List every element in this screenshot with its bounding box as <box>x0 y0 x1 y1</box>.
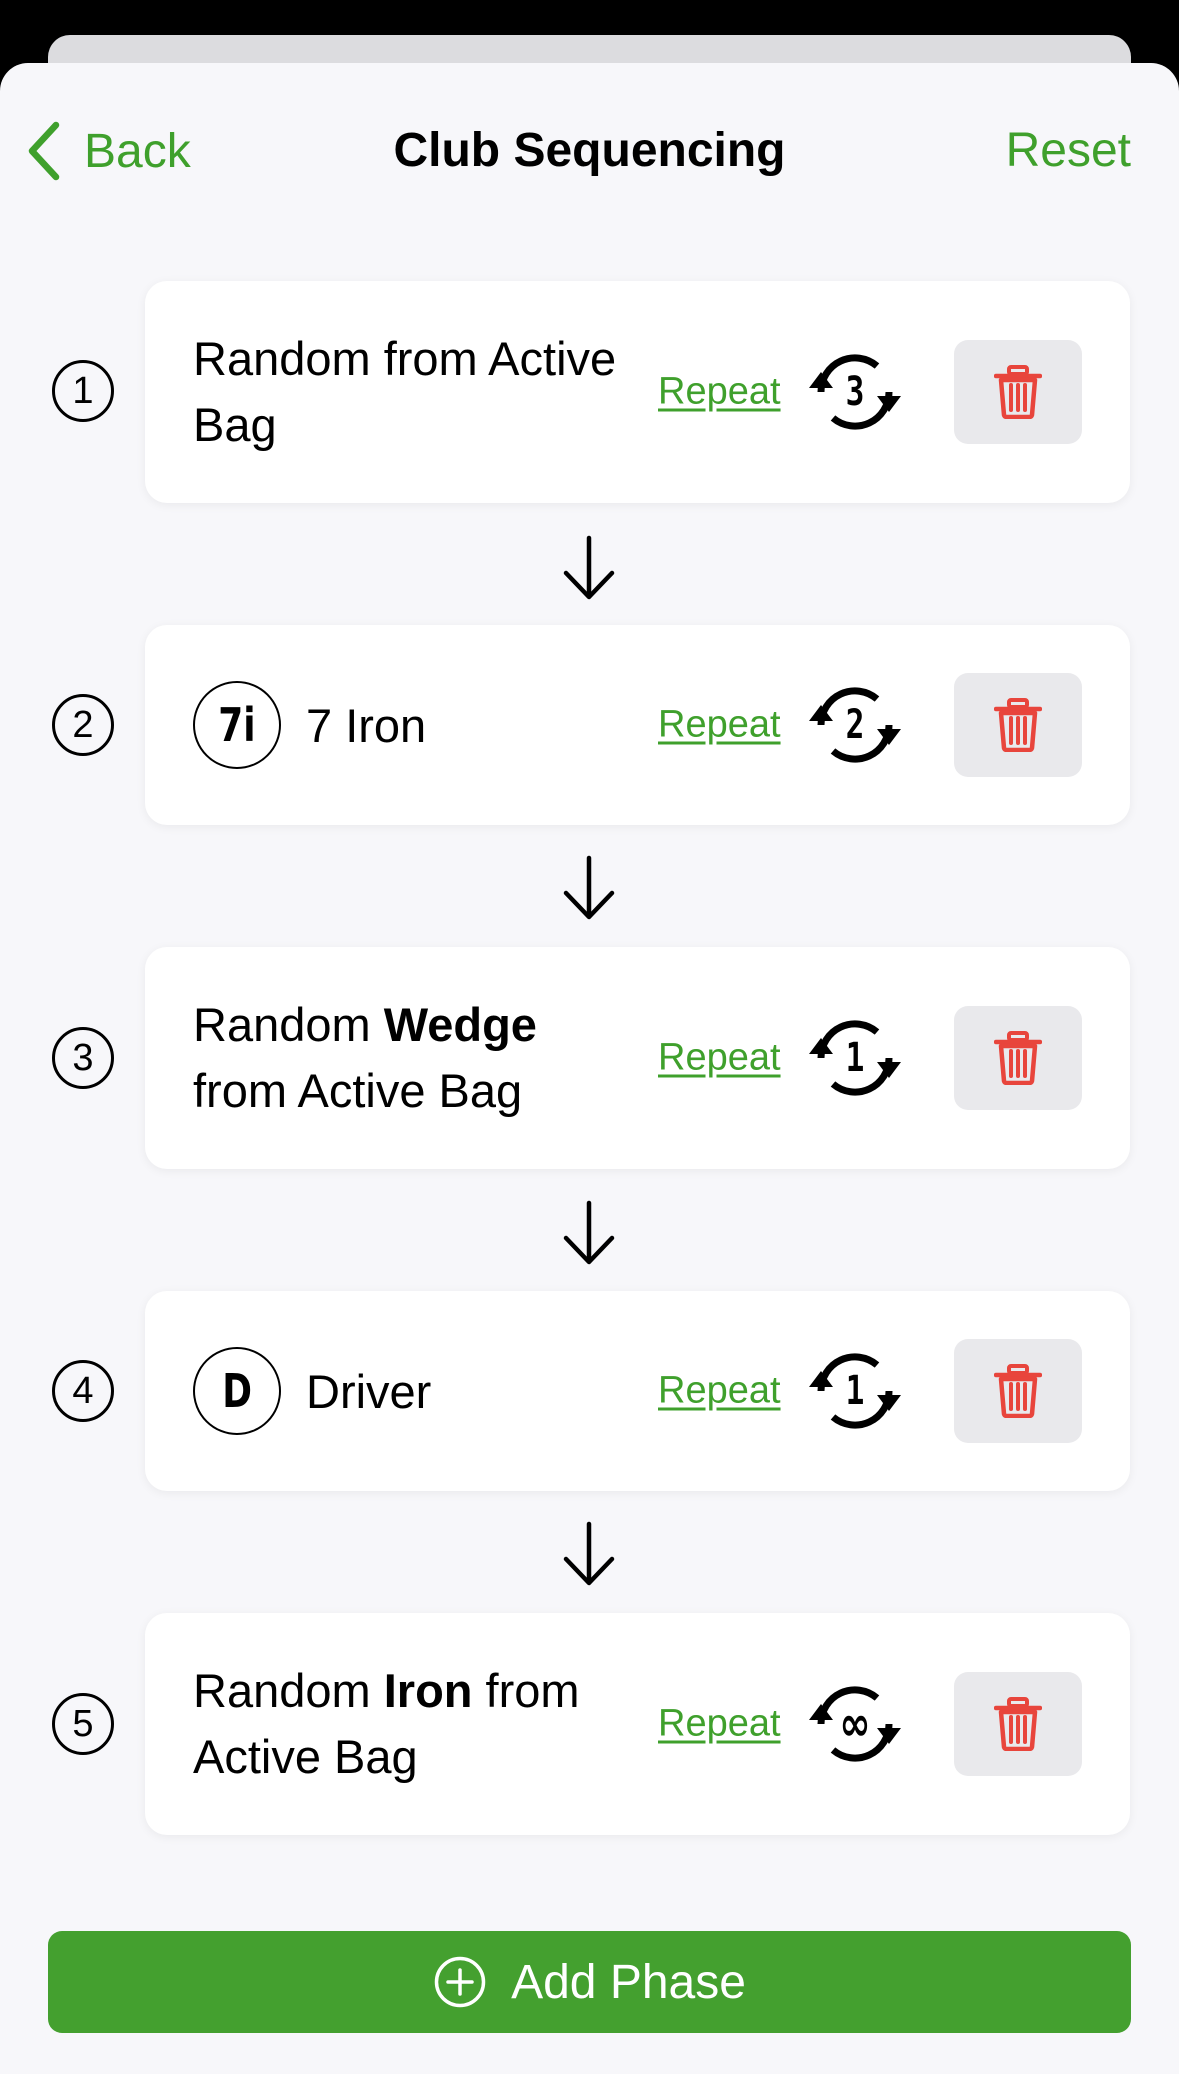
navigation-bar: Back Club Sequencing Reset <box>0 63 1179 238</box>
reset-button[interactable]: Reset <box>1005 124 1131 177</box>
repeat-cycle-icon <box>809 1353 901 1429</box>
phase-index-2: 2 <box>52 694 114 756</box>
phase-text-part: from Active Bag <box>193 1064 523 1117</box>
back-button[interactable]: Back <box>26 119 191 183</box>
repeat-count: 1 <box>845 1035 865 1081</box>
phase-text-part: from Active Bag <box>193 1664 580 1783</box>
phase-index-1: 1 <box>52 360 114 422</box>
phase-text-emphasis: Iron <box>383 1664 473 1717</box>
club-row: 7i 7 Iron <box>193 681 426 769</box>
delete-phase-button[interactable] <box>954 1672 1082 1776</box>
club-label: 7 Iron <box>306 698 427 752</box>
repeat-cycle-icon <box>809 1686 901 1762</box>
repeat-count-control[interactable]: 2 <box>805 675 905 775</box>
phase-card-3[interactable]: Random Wedge from Active Bag Repeat 1 <box>145 947 1130 1169</box>
phase-text-emphasis: Wedge <box>383 998 537 1051</box>
phase-description: Random from Active Bag <box>193 326 633 458</box>
phase-description: Random Iron from Active Bag <box>193 1658 633 1790</box>
add-phase-button[interactable]: Add Phase <box>48 1931 1131 2033</box>
phase-card-4[interactable]: D Driver Repeat 1 <box>145 1291 1130 1491</box>
repeat-link[interactable]: Repeat <box>658 1036 781 1079</box>
repeat-cycle-icon <box>809 1020 901 1096</box>
plus-circle-icon <box>434 1956 486 2008</box>
repeat-count-control[interactable]: 1 <box>805 1008 905 1108</box>
repeat-link[interactable]: Repeat <box>658 1369 781 1412</box>
repeat-cycle-icon <box>809 354 901 430</box>
delete-phase-button[interactable] <box>954 673 1082 777</box>
phase-index-3: 3 <box>52 1027 114 1089</box>
add-phase-label: Add Phase <box>511 1955 746 2009</box>
phase-index-4: 4 <box>52 1360 114 1422</box>
repeat-link[interactable]: Repeat <box>658 703 781 746</box>
trash-icon <box>994 1697 1042 1751</box>
repeat-link[interactable]: Repeat <box>658 370 781 413</box>
repeat-cycle-icon <box>809 687 901 763</box>
phase-card-1[interactable]: Random from Active Bag Repeat 3 <box>145 281 1130 503</box>
club-badge: 7i <box>193 681 281 769</box>
chevron-left-icon <box>28 121 60 181</box>
arrow-down-icon <box>563 535 615 600</box>
repeat-count: 2 <box>845 702 865 748</box>
repeat-count-control[interactable]: ∞ <box>805 1674 905 1774</box>
club-label: Driver <box>306 1364 432 1418</box>
phase-card-2[interactable]: 7i 7 Iron Repeat 2 <box>145 625 1130 825</box>
repeat-count-control[interactable]: 3 <box>805 342 905 442</box>
delete-phase-button[interactable] <box>954 1339 1082 1443</box>
phase-description: Random Wedge from Active Bag <box>193 992 633 1124</box>
phase-text-part: Random from Active Bag <box>193 332 617 451</box>
arrow-down-icon <box>563 1521 615 1586</box>
phase-index-5: 5 <box>52 1693 114 1755</box>
arrow-down-icon <box>563 855 615 920</box>
trash-icon <box>994 365 1042 419</box>
repeat-link[interactable]: Repeat <box>658 1702 781 1745</box>
trash-icon <box>994 698 1042 752</box>
delete-phase-button[interactable] <box>954 1006 1082 1110</box>
repeat-count: 3 <box>845 369 865 415</box>
arrow-down-icon <box>563 1200 615 1265</box>
trash-icon <box>994 1364 1042 1418</box>
delete-phase-button[interactable] <box>954 340 1082 444</box>
trash-icon <box>994 1031 1042 1085</box>
phase-card-5[interactable]: Random Iron from Active Bag Repeat ∞ <box>145 1613 1130 1835</box>
club-row: D Driver <box>193 1347 431 1435</box>
phase-text-part: Random <box>193 998 384 1051</box>
back-label: Back <box>84 124 191 178</box>
club-badge: D <box>193 1347 281 1435</box>
repeat-count-infinite: ∞ <box>839 1696 871 1752</box>
repeat-count: 1 <box>845 1368 865 1414</box>
repeat-count-control[interactable]: 1 <box>805 1341 905 1441</box>
phase-text-part: Random <box>193 1664 384 1717</box>
